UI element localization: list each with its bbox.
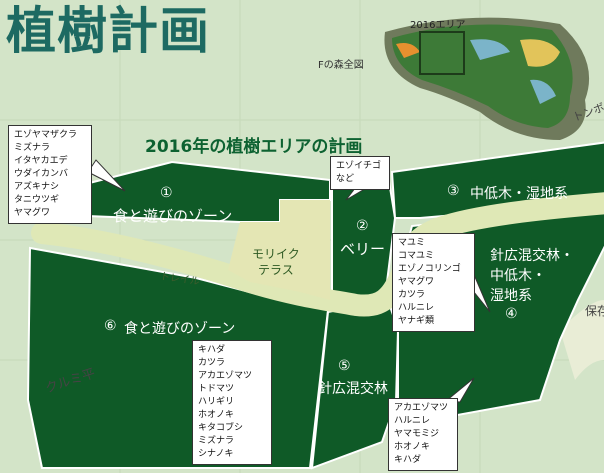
species-item: カツラ (398, 290, 426, 300)
species-list-zone-6: キハダカツラアカエゾマツトドマツハリギリホオノキキタコブシミズナラシナノキ (192, 340, 272, 465)
zone-3-name: 中低木・湿地系 (470, 186, 568, 202)
species-item: シナノキ (198, 449, 234, 459)
species-item: ヤマグワ (398, 277, 435, 287)
outer-path (560, 300, 604, 380)
species-item: ハリギリ (198, 397, 235, 407)
species-item: ヤマグワ (14, 208, 51, 218)
overview-map (384, 17, 590, 140)
species-item: ウダイカンバ (14, 169, 69, 179)
species-item: アカエゾマツ (394, 403, 449, 413)
zone-6-number: ⑥ (104, 318, 117, 334)
species-item: アズキナシ (14, 182, 60, 192)
zone-2-name: ベリー (340, 240, 386, 258)
species-item: ヤマモミジ (394, 429, 440, 439)
overview-highlight (419, 31, 465, 75)
species-item: コマユミ (398, 251, 435, 261)
species-list-zone-1: エゾヤマザクラミズナライタヤカエデウダイカンバアズキナシタニウツギヤマグワ (8, 125, 92, 224)
species-item: ヤナギ類 (398, 316, 435, 326)
zone-2-number: ② (356, 218, 369, 234)
zone-4-number: ④ (505, 306, 518, 322)
species-item: カツラ (198, 358, 226, 368)
species-item: ミズナラ (198, 436, 235, 446)
zone-3-number: ③ (447, 183, 460, 199)
species-list-zone-5: アカエゾマツハルニレヤマモミジホオノキキハダ (388, 398, 458, 471)
trail-path (31, 192, 604, 317)
species-item: ハルニレ (394, 416, 431, 426)
zone-6-name: 食と遊びのゾーン (124, 321, 236, 337)
species-item: ホオノキ (198, 410, 235, 420)
species-list-zone-2: エゾイチゴなど (330, 156, 390, 190)
species-item: タニウツギ (14, 195, 60, 205)
species-item: など (336, 174, 355, 184)
species-item: ホオノキ (394, 442, 431, 452)
species-list-zone-4: マユミコマユミエゾノコリンゴヤマグワカツラハルニレヤナギ類 (392, 233, 475, 332)
species-item: エゾヤマザクラ (14, 130, 78, 140)
species-item: トドマツ (198, 384, 235, 394)
species-item: エゾイチゴ (336, 161, 382, 171)
species-item: アカエゾマツ (198, 371, 253, 381)
species-item: マユミ (398, 238, 426, 248)
zone-5-number: ⑤ (338, 358, 351, 374)
species-item: イタヤカエデ (14, 156, 68, 166)
species-item: ミズナラ (14, 143, 51, 153)
zone-1-number: ① (160, 185, 173, 201)
terrace-area (228, 200, 330, 300)
year-area-label: 2016エリア (410, 20, 466, 31)
species-item: キハダ (394, 455, 422, 465)
plan-subtitle: 2016年の植樹エリアの計画 (145, 137, 363, 157)
zone-4-name: 針広混交林・ 中低木・ 湿地系 (490, 248, 574, 304)
zone-5-name: 針広混交林 (318, 381, 388, 397)
species-item: キタコブシ (198, 423, 244, 433)
zone-1-name: 食と遊びのゾーン (113, 207, 233, 225)
species-item: キハダ (198, 345, 226, 355)
forest-overview-label: Fの森全図 (318, 60, 364, 71)
species-item: ハルニレ (398, 303, 435, 313)
terrace-label: モリイク テラス (252, 247, 300, 278)
species-item: エゾノコリンゴ (398, 264, 461, 274)
page-title: 植樹計画 (6, 2, 210, 60)
right-mid-label: 保存 (585, 304, 604, 318)
